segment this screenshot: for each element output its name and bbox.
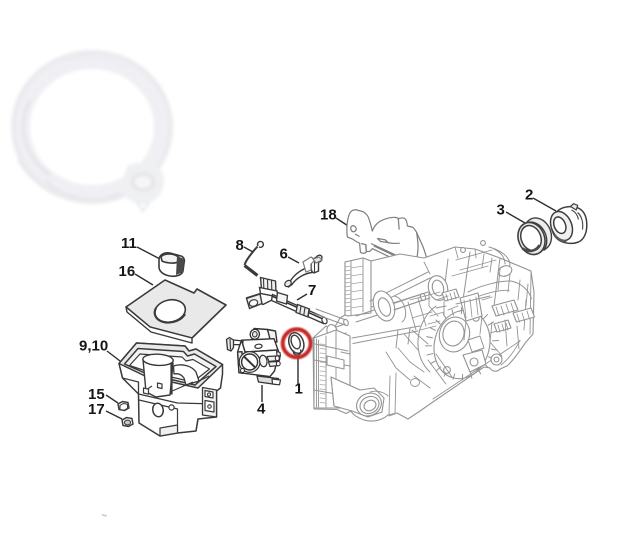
svg-text:2: 2 (525, 187, 533, 204)
svg-text:3: 3 (497, 202, 505, 219)
svg-text:8: 8 (236, 237, 244, 254)
svg-text:11: 11 (121, 235, 137, 252)
svg-text:7: 7 (308, 282, 316, 299)
svg-text:17: 17 (88, 401, 105, 418)
svg-text:9,10: 9,10 (79, 338, 108, 355)
svg-text:18: 18 (320, 207, 337, 224)
svg-text:6: 6 (280, 246, 288, 263)
svg-text:15: 15 (88, 386, 105, 403)
svg-text:16: 16 (119, 263, 136, 280)
svg-text:4: 4 (257, 401, 266, 418)
svg-text:1: 1 (295, 381, 303, 398)
